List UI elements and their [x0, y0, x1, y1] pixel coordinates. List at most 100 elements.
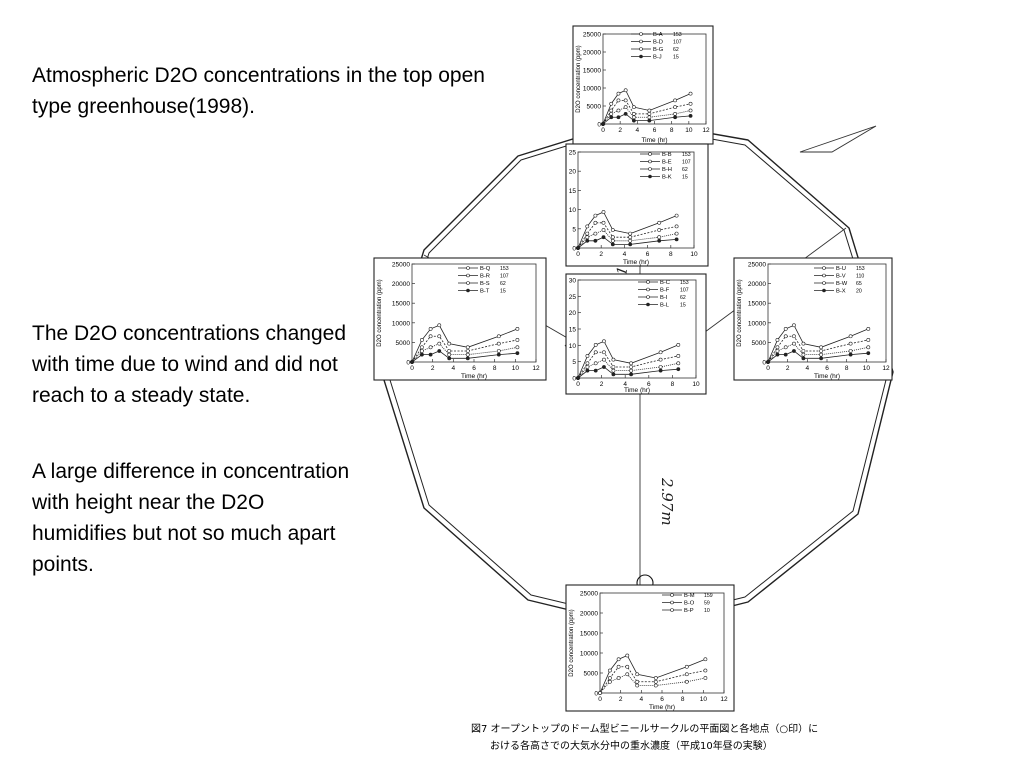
inset-upper-center-series-marker — [601, 210, 606, 214]
inset-upper-center-series-marker — [657, 228, 662, 232]
inset-top-series-marker — [647, 115, 652, 120]
inset-left-xlabel: Time (hr) — [461, 373, 487, 380]
inset-center-ytick-label: 10 — [569, 343, 577, 350]
inset-top-series-marker — [616, 108, 621, 113]
inset-upper-center-series-marker — [593, 231, 598, 236]
inset-left-series-marker — [420, 345, 424, 350]
inset-upper-center-legend-label: B-B — [662, 152, 672, 158]
inset-bottom-legend-value: 10 — [704, 608, 710, 614]
inset-right-series-marker — [792, 323, 796, 328]
inset-upper-center-frame — [565, 143, 709, 267]
inset-center-legend-value: 153 — [680, 280, 689, 286]
inset-center-series-marker — [629, 368, 634, 373]
inset-right-series-marker — [783, 327, 788, 331]
inset-center-legend-marker — [646, 280, 650, 284]
inset-upper-center-ytick-label: 15 — [569, 188, 577, 195]
inset-left-xtick-label: 8 — [493, 365, 497, 372]
inset-upper-center-series-marker — [674, 213, 679, 218]
inset-top-legend-marker — [639, 47, 643, 51]
inset-upper-center-series-marker — [628, 231, 633, 236]
inset-center-series-marker — [611, 368, 616, 373]
inset-right-series-marker — [775, 345, 780, 350]
inset-top-xtick-label: 6 — [653, 127, 657, 134]
inset-right-series-marker — [792, 334, 796, 339]
inset-bottom-series-marker — [703, 657, 708, 662]
inset-center-series-marker — [611, 365, 616, 369]
inset-right-series-marker — [848, 349, 853, 353]
inset-right-legend-marker — [822, 266, 826, 270]
inset-center-series-marker — [629, 365, 634, 369]
inset-center-legend-label: B-F — [660, 288, 670, 294]
inset-upper-center-legend-marker — [648, 159, 652, 164]
inset-bottom-series-marker — [703, 668, 708, 673]
inset-right-xlabel: Time (hr) — [814, 373, 840, 380]
inset-upper-center-series-marker — [610, 238, 615, 243]
inset-bottom-xtick-label: 8 — [681, 696, 685, 703]
inset-center-legend-value: 62 — [680, 295, 686, 301]
inset-top-series-marker — [647, 111, 652, 116]
inset-right-ytick-label: 20000 — [748, 281, 766, 288]
inset-center-series-marker — [658, 357, 663, 362]
inset-bottom-series-marker — [608, 668, 612, 673]
inset-top-series-marker — [688, 91, 693, 96]
caption-line-1: 図7 オープントップのドーム型ビニールサークルの平面図と各地点（○印）に — [471, 722, 818, 735]
inset-left-series-marker — [420, 352, 424, 357]
inset-right-ytick-label: 25000 — [748, 262, 766, 269]
inset-left-series-marker — [496, 349, 501, 353]
inset-bottom-ylabel: D2O concentration (ppm) — [569, 609, 575, 676]
inset-bottom-legend-marker — [670, 608, 674, 612]
inset-bottom-series-marker — [625, 664, 630, 669]
inset-left-xtick-label: 6 — [472, 365, 476, 372]
inset-left-series-marker — [465, 356, 470, 361]
inset-center-series-marker — [602, 365, 606, 369]
inset-right-series-marker — [792, 349, 796, 353]
paragraph-height: A large difference in concentration with… — [32, 460, 350, 576]
inset-upper-center-legend-label: B-H — [662, 167, 672, 173]
inset-center-ytick-label: 0 — [572, 376, 576, 383]
inset-right-legend-label: B-V — [836, 274, 846, 280]
inset-top-series-line — [602, 89, 691, 125]
inset-center-xtick-label: 4 — [623, 381, 627, 388]
inset-right-series-marker — [766, 360, 770, 364]
inset-upper-center-legend-label: B-K — [662, 175, 672, 181]
inset-top-series-marker — [623, 105, 628, 110]
inset-top-legend-value: 107 — [673, 40, 682, 46]
inset-bottom-frame — [565, 584, 735, 712]
inset-bottom-legend-marker — [670, 600, 674, 605]
inset-right-legend-label: B-W — [836, 281, 848, 287]
inset-top-series-marker — [632, 115, 636, 120]
inset-right-series-marker — [801, 352, 806, 357]
inset-right-xtick-label: 6 — [825, 365, 829, 372]
inset-upper-center-legend-marker — [648, 152, 652, 156]
inset-left-legend-value: 15 — [500, 289, 506, 295]
inset-left-legend-marker — [466, 273, 470, 278]
inset-center-series-marker — [676, 354, 681, 358]
inset-bottom-series-marker — [684, 679, 689, 684]
inset-upper-center-legend-value: 153 — [682, 152, 691, 158]
inset-upper-center-series-marker — [601, 228, 606, 232]
inset-top-ytick-label: 15000 — [583, 68, 601, 75]
inset-right-series-marker — [848, 334, 853, 339]
inset-upper-center-series-marker — [585, 238, 590, 243]
inset-left-xtick-label: 2 — [431, 365, 435, 372]
inset-right-series-marker — [775, 349, 780, 353]
inset-left-legend-value: 62 — [500, 281, 506, 287]
inset-bottom-series-marker — [635, 672, 640, 677]
inset-top-legend-marker — [639, 39, 643, 44]
inset-top-series-marker — [632, 111, 636, 116]
inset-left-series-marker — [437, 323, 442, 328]
inset-center-series-marker — [602, 350, 606, 355]
inset-left-series-marker — [515, 345, 520, 350]
inset-top-series-marker — [673, 111, 678, 116]
inset-top-xtick-label: 4 — [636, 127, 640, 134]
inset-left-legend-label: B-S — [480, 281, 490, 287]
inset-top-series-marker — [616, 98, 621, 103]
inset-top-xtick-label: 12 — [702, 127, 710, 134]
inset-upper-center-series-marker — [610, 235, 615, 240]
inset-upper-center-ytick-label: 10 — [569, 207, 577, 214]
inset-right-legend-label: B-X — [836, 289, 846, 295]
inset-upper-center-series-marker — [593, 238, 598, 243]
inset-left-series-line — [411, 335, 518, 363]
inset-right-legend-marker — [822, 273, 826, 278]
inset-center-ytick-label: 15 — [569, 327, 577, 334]
